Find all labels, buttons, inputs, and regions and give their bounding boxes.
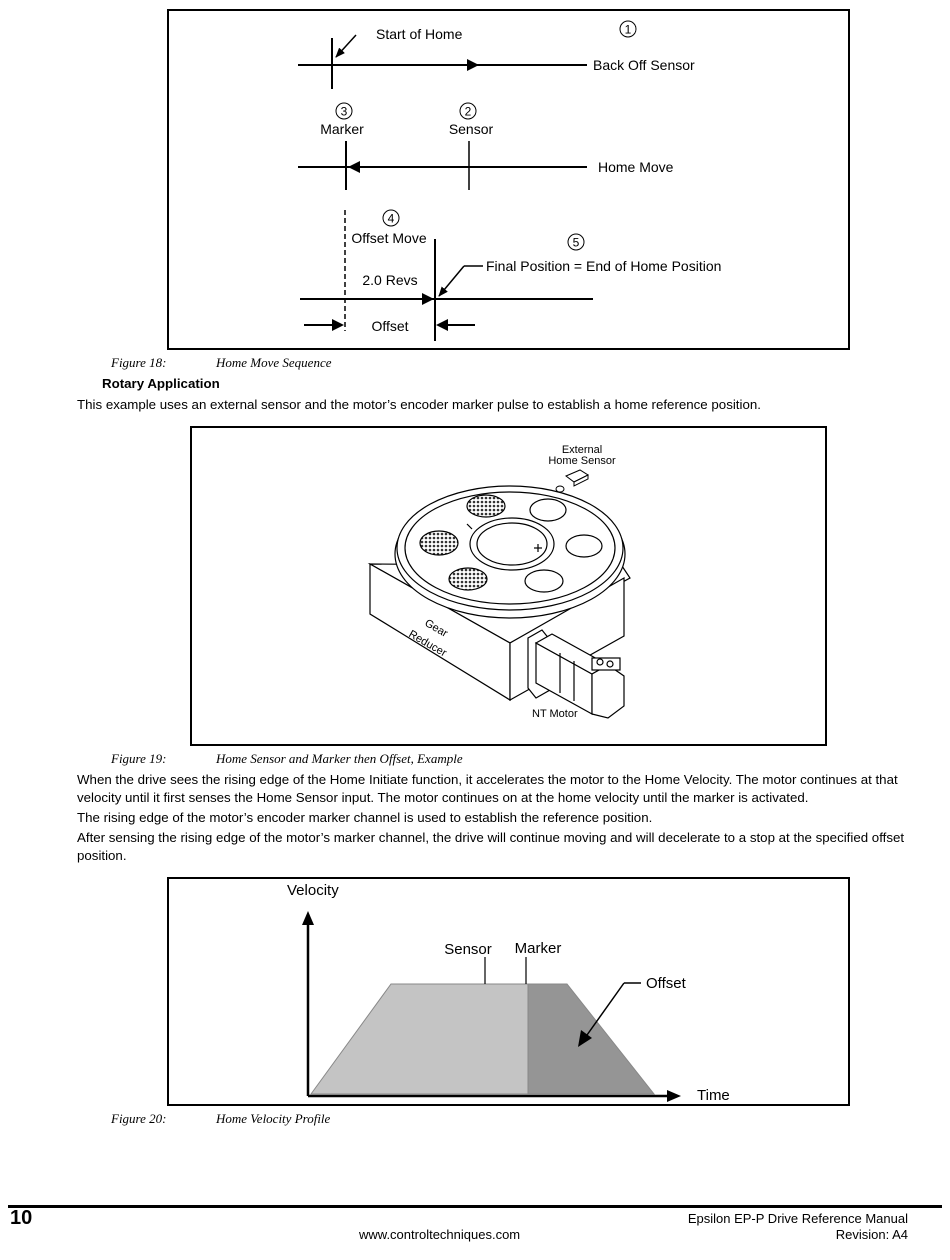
offset-dim-left-arrowhead xyxy=(332,319,344,331)
offset-move-arrowhead xyxy=(422,293,434,305)
home-move-sequence-diagram: 1 Start of Home Back Off Sensor 3 2 Mark… xyxy=(298,20,721,341)
figure-20-caption: Figure 20: Home Velocity Profile xyxy=(111,1111,511,1127)
figure-18-box: 1 Start of Home Back Off Sensor 3 2 Mark… xyxy=(167,9,850,350)
offset-label: Offset xyxy=(646,975,687,992)
offset-pointer xyxy=(586,982,625,1036)
revs-label: 2.0 Revs xyxy=(362,272,417,288)
step-4-number: 4 xyxy=(388,212,395,226)
figure-18-number: Figure 18: xyxy=(111,355,167,370)
final-position-label: Final Position = End of Home Position xyxy=(486,258,721,274)
footer-rule xyxy=(8,1205,942,1208)
step-1-marker: 1 xyxy=(619,20,637,38)
sensor-label: Sensor xyxy=(449,121,494,137)
paragraph-3: After sensing the rising edge of the mot… xyxy=(77,830,905,863)
time-label: Time xyxy=(697,1087,730,1104)
figure-19-box: External Home Sensor Gear Reducer NT Mot… xyxy=(190,426,827,746)
paragraph-2: The rising edge of the motor’s encoder m… xyxy=(77,810,653,825)
velocity-profile-area xyxy=(310,983,529,1095)
back-off-arrowhead xyxy=(467,59,479,71)
home-move-label: Home Move xyxy=(598,159,674,175)
footer-manual-title: Epsilon EP-P Drive Reference Manual xyxy=(687,1211,908,1226)
step-1-number: 1 xyxy=(625,23,632,37)
step-2-circle xyxy=(459,102,477,120)
final-position-pointer xyxy=(438,265,465,297)
time-axis-arrowhead xyxy=(667,1090,681,1102)
turntable xyxy=(394,485,626,619)
figure-19-title: Home Sensor and Marker then Offset, Exam… xyxy=(216,751,463,766)
figure-18-title: Home Move Sequence xyxy=(216,355,332,370)
figure-19-number: Figure 19: xyxy=(111,751,167,766)
home-velocity-profile-diagram: Velocity Time Sensor Marker Offset xyxy=(287,882,730,1104)
offset-move-label: Offset Move xyxy=(351,230,426,246)
marker-label: Marker xyxy=(320,121,364,137)
figure-18-caption: Figure 18: Home Move Sequence xyxy=(111,355,511,371)
step-5-number: 5 xyxy=(573,236,580,250)
section-intro: This example uses an external sensor and… xyxy=(77,397,761,412)
section-heading: Rotary Application xyxy=(102,376,220,391)
figure-20-title: Home Velocity Profile xyxy=(216,1111,331,1126)
start-pointer xyxy=(335,34,357,58)
nt-motor-label: NT Motor xyxy=(532,708,578,720)
step-2-number: 2 xyxy=(465,105,472,119)
offset-region xyxy=(527,983,656,1095)
sensor-label: Sensor xyxy=(444,941,492,958)
external-label-line2: Home Sensor xyxy=(548,455,616,467)
figure-19-caption: Figure 19: Home Sensor and Marker then O… xyxy=(111,751,611,767)
step-4-circle xyxy=(382,209,400,227)
velocity-label: Velocity xyxy=(287,882,339,899)
step-5-circle xyxy=(567,233,585,251)
step-3-number: 3 xyxy=(341,105,348,119)
nt-motor xyxy=(527,629,625,719)
velocity-axis-arrowhead xyxy=(302,911,314,925)
footer-website[interactable]: www.controltechniques.com xyxy=(359,1227,521,1242)
offset-dim-right-arrowhead xyxy=(436,319,448,331)
step-3-circle xyxy=(335,102,353,120)
page-number: 10 xyxy=(10,1207,33,1229)
back-off-sensor-label: Back Off Sensor xyxy=(593,57,695,73)
figure-20-box: Velocity Time Sensor Marker Offset xyxy=(167,877,850,1106)
offset-label: Offset xyxy=(371,318,408,334)
external-home-sensor xyxy=(555,469,590,493)
offset-pointer-arrowhead xyxy=(578,1030,592,1047)
external-label-line1: External xyxy=(562,444,602,456)
marker-label: Marker xyxy=(515,940,562,957)
start-of-home-label: Start of Home xyxy=(376,26,463,42)
paragraph-1: When the drive sees the rising edge of t… xyxy=(77,772,898,805)
home-move-arrowhead xyxy=(348,161,360,173)
figure-20-number: Figure 20: xyxy=(111,1111,167,1126)
footer-revision: Revision: A4 xyxy=(835,1227,908,1242)
rotary-table-illustration: External Home Sensor Gear Reducer NT Mot… xyxy=(367,444,631,720)
